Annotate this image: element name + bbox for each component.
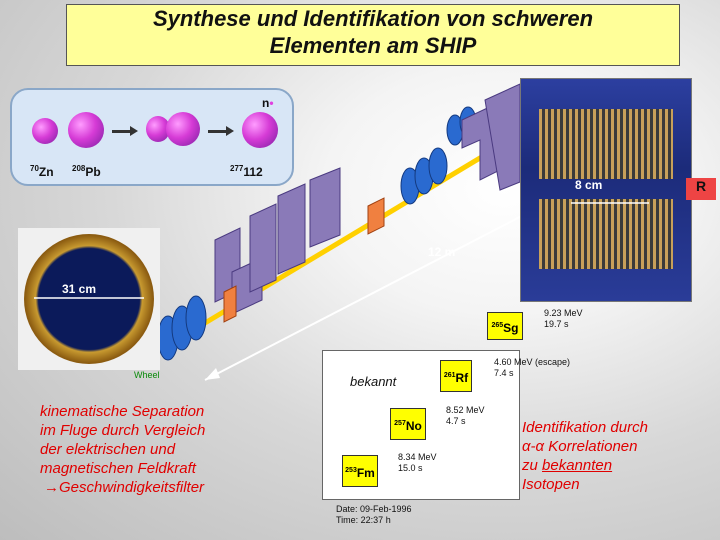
detector-strip-upper [539,109,673,179]
known-label: bekannt [350,374,397,389]
wheel-caption: Wheel [134,370,160,380]
wheel-diameter-label: 31 cm [60,282,99,296]
electric-deflector-plates [223,197,385,323]
quadrupole-magnets [157,106,477,361]
wheel-diameter-arrow [34,297,144,299]
zn-label: 70Zn [30,164,54,179]
distance-arrow-head [205,368,220,380]
nuclide-box-sg: 265Sg [487,312,523,340]
slide-title: Synthese und Identifikation von schweren… [66,4,680,66]
title-line-2: Elementen am SHIP [269,33,477,58]
target-wheel-photo [18,228,160,370]
product-nucleus-icon [242,112,278,148]
reaction-arrow-icon [112,126,138,136]
compound-nucleus-b-icon [166,112,200,146]
measurement-timestamp: Date: 09-Feb-1996 Time: 22:37 h [336,504,412,525]
beamline-length-label: 12 m [428,245,455,259]
detector-photo [520,78,692,302]
nuclide-box-no: 257No [390,408,426,440]
target-wheel-icon [24,234,154,364]
neutron-label: n• [262,96,274,110]
nuclide-box-rf: 261Rf [440,360,472,392]
separation-description: kinematische Separation im Fluge durch V… [40,403,206,496]
detector-width-label: 8 cm [575,178,603,192]
pb-nucleus-icon [68,112,104,148]
product-label: 277112 [230,164,263,179]
nuclide-box-fm: 253Fm [342,455,378,487]
zn-nucleus-icon [32,118,58,144]
detector-edge-label: R [686,178,716,200]
fusion-reaction-panel: n• 70Zn 208Pb 277112 [10,88,294,186]
pb-label: 208Pb [72,164,101,179]
dipole-magnets [214,83,521,315]
detector-width-arrow [571,202,649,204]
title-line-1: Synthese und Identifikation von schweren [152,6,594,31]
reaction-arrow-icon [208,126,234,136]
decay-values-rf: 4.60 MeV (escape)7.4 s [494,357,571,378]
detector-strip-lower [539,199,673,269]
identification-description: Identifikation durch α-α Korrelationen z… [522,419,648,493]
